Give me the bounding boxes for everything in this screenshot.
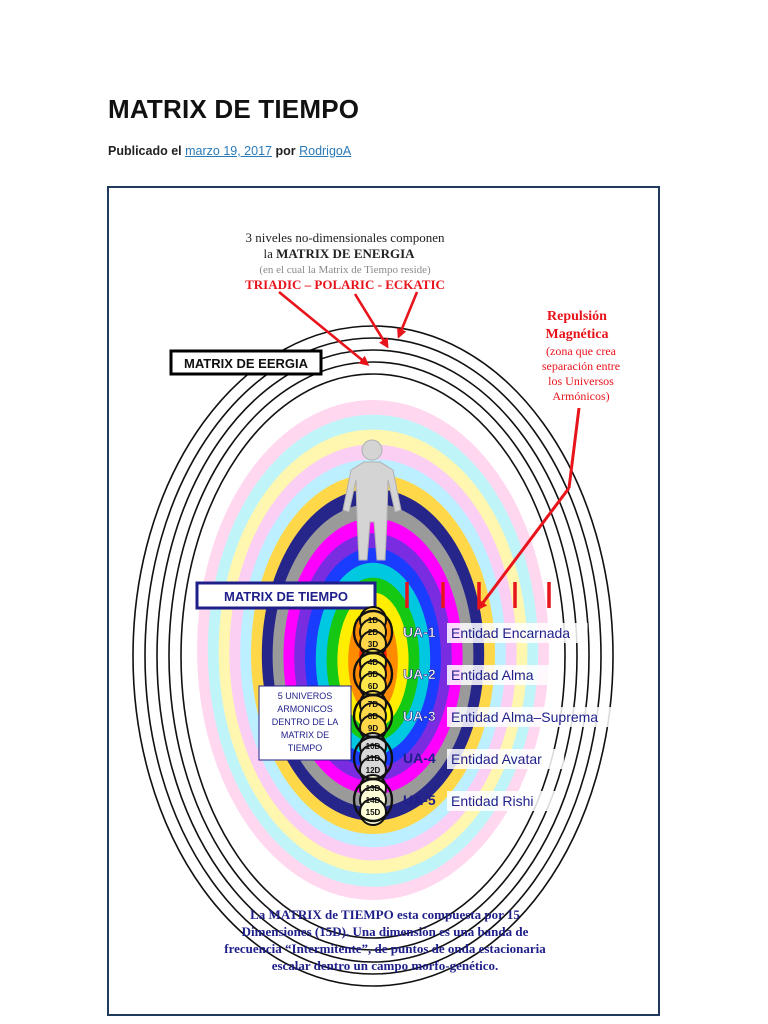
repulsion-desc-1: (zona que crea: [546, 344, 617, 358]
post-byline: Publicado el marzo 19, 2017 por RodrigoA: [108, 144, 351, 158]
repulsion-title-2: Magnética: [546, 327, 609, 342]
dimension-label: 11D: [366, 754, 380, 763]
universes-box-line-4: MATRIX DE: [281, 730, 329, 740]
universe-label: Entidad Encarnada: [451, 625, 570, 641]
time-matrix-label: MATRIX DE TIEMPO: [195, 581, 377, 610]
matrix-diagram-figure: 3 niveles no-dimensionales componen la M…: [107, 186, 660, 1016]
dimension-label: 1D: [368, 616, 378, 625]
repulsion-desc-3: los Universos: [548, 374, 614, 388]
header-line-4: TRIADIC – POLARIC - ECKATIC: [245, 277, 445, 292]
universe-label: Entidad Avatar: [451, 751, 542, 767]
caption-line-2: Dimensiones (15D). Una dimensión es una …: [242, 924, 529, 939]
dimension-label: 15D: [366, 808, 381, 817]
dimension-label: 14D: [366, 796, 381, 805]
universes-box-line-3: DENTRO DE LA: [272, 717, 339, 727]
universes-box: 5 UNIVEROS ARMONICOS DENTRO DE LA MATRIX…: [258, 685, 352, 761]
dimension-label: 8D: [368, 712, 378, 721]
repulsion-title-1: Repulsión: [547, 309, 607, 324]
universe-code: UA-2: [403, 666, 436, 682]
universe-code: UA-1: [403, 624, 436, 640]
dimension-label: 9D: [368, 724, 378, 733]
universe-code: UA-4: [403, 750, 436, 766]
repulsion-marks: [405, 582, 551, 608]
universe-label-bg: [447, 749, 565, 769]
dimension-label: 4D: [368, 658, 378, 667]
universe-label-bg: [447, 707, 611, 727]
dimension-label: 5D: [368, 670, 378, 679]
dimension-label: 12D: [366, 766, 381, 775]
caption-line-3: frecuencia “Intermitente”, de puntos de …: [224, 941, 546, 956]
universes-box-line-1: 5 UNIVEROS: [278, 691, 333, 701]
universe-code: UA-3: [403, 708, 436, 724]
universe-label-bg: [447, 623, 588, 643]
repulsion-desc-2: separación entre: [542, 359, 620, 373]
header-line-1: 3 niveles no-dimensionales componen: [246, 230, 445, 245]
universe-label: Entidad Alma: [451, 667, 534, 683]
dimension-label: 6D: [368, 682, 378, 691]
red-arrows: [278, 290, 581, 611]
page-title: MATRIX DE TIEMPO: [108, 94, 360, 124]
published-label: Publicado el: [108, 144, 182, 158]
human-silhouette: [342, 439, 402, 561]
universe-code: UA-5: [403, 792, 436, 808]
universe-label: Entidad Alma–Suprema: [451, 709, 598, 725]
header-line-2: la MATRIX DE ENERGIA: [263, 246, 415, 261]
universe-label-bg: [447, 665, 549, 685]
caption: La MATRIX de TIEMPO esta compuesta por 1…: [224, 907, 546, 973]
header-line-3: (en el cual la Matrix de Tiempo reside): [259, 264, 431, 276]
post-date-link[interactable]: marzo 19, 2017: [185, 144, 272, 158]
dimension-label: 7D: [368, 700, 378, 709]
by-label: por: [275, 144, 296, 158]
caption-line-1: La MATRIX de TIEMPO esta compuesta por 1…: [250, 907, 520, 922]
energy-matrix-text: MATRIX DE EERGIA: [184, 356, 309, 371]
universes-box-line-5: TIEMPO: [288, 743, 323, 753]
energy-matrix-label: MATRIX DE EERGIA: [169, 349, 323, 376]
dimension-label: 3D: [368, 640, 378, 649]
time-matrix-text: MATRIX DE TIEMPO: [224, 589, 348, 604]
dimension-label: 13D: [366, 784, 381, 793]
universe-ring: [352, 777, 394, 823]
universe-label: Entidad Rishi: [451, 793, 534, 809]
caption-line-4: escalar dentro un campo morfo-genético.: [272, 958, 499, 973]
dimension-label: 2D: [368, 628, 378, 637]
header-line-2-prefix: la: [263, 246, 273, 261]
dimension-label: 10D: [366, 742, 381, 751]
universe-label-bg: [447, 791, 557, 811]
matrix-diagram: 3 niveles no-dimensionales componen la M…: [132, 230, 620, 987]
universes-box-line-2: ARMONICOS: [277, 704, 333, 714]
author-link[interactable]: RodrigoA: [299, 144, 352, 158]
repulsion-desc-4: Armónicos): [552, 389, 609, 403]
header-line-2-bold: MATRIX DE ENERGIA: [276, 246, 415, 261]
